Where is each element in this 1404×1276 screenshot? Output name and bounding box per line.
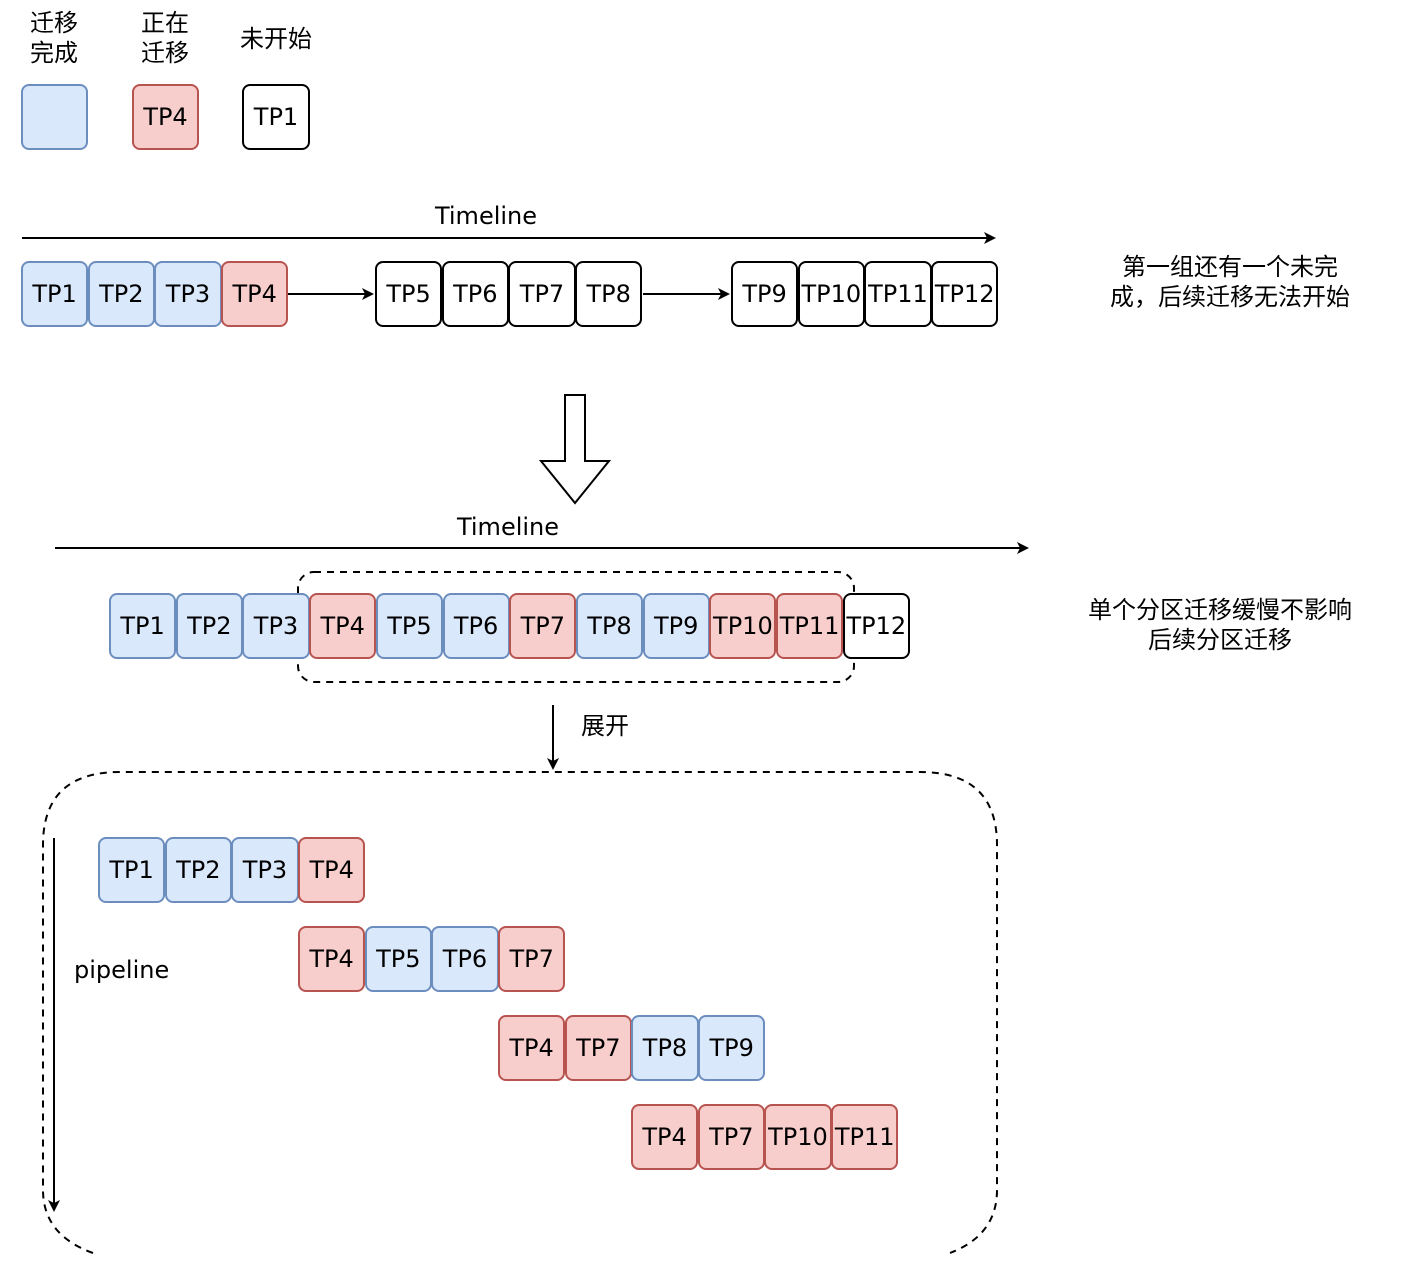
legend-pending-swatch: TP1 xyxy=(242,84,310,150)
task-box-tp1: TP1 xyxy=(109,593,177,659)
after-note-line-1: 单个分区迁移缓慢不影响 xyxy=(1088,596,1352,624)
task-box-tp3: TP3 xyxy=(154,261,222,327)
task-box-tp5: TP5 xyxy=(364,926,432,992)
task-box-tp11: TP11 xyxy=(831,1104,899,1170)
task-box-tp8: TP8 xyxy=(631,1015,699,1081)
task-box-tp2: TP2 xyxy=(87,261,155,327)
task-box-tp10: TP10 xyxy=(709,593,777,659)
timeline-label-bottom: Timeline xyxy=(456,513,560,541)
before-note-line-1: 第一组还有一个未完 xyxy=(1122,253,1338,281)
task-box-tp7: TP7 xyxy=(697,1104,765,1170)
task-box-tp9: TP9 xyxy=(698,1015,766,1081)
task-box-tp12: TP12 xyxy=(842,593,910,659)
transition-down-arrow xyxy=(538,394,612,505)
task-box-tp6: TP6 xyxy=(441,261,509,327)
before-note-line-2: 成，后续迁移无法开始 xyxy=(1110,283,1350,311)
task-box-tp7: TP7 xyxy=(508,261,576,327)
legend-done-label-1: 迁移 xyxy=(30,9,78,37)
task-box-tp10: TP10 xyxy=(797,261,865,327)
legend-pending-label: 未开始 xyxy=(240,25,312,53)
task-box-tp8: TP8 xyxy=(575,261,643,327)
legend-active-label-2: 迁移 xyxy=(141,39,189,67)
task-box-tp6: TP6 xyxy=(442,593,510,659)
task-box-tp11: TP11 xyxy=(776,593,844,659)
task-box-tp5: TP5 xyxy=(375,593,443,659)
task-box-tp1: TP1 xyxy=(21,261,89,327)
task-box-tp4: TP4 xyxy=(309,593,377,659)
task-box-tp4: TP4 xyxy=(221,261,289,327)
task-box-tp4: TP4 xyxy=(298,837,366,903)
task-box-tp7: TP7 xyxy=(498,926,566,992)
task-box-tp11: TP11 xyxy=(864,261,932,327)
task-box-tp9: TP9 xyxy=(731,261,799,327)
after-note-line-2: 后续分区迁移 xyxy=(1148,626,1292,654)
task-box-tp2: TP2 xyxy=(175,593,243,659)
task-box-tp4: TP4 xyxy=(298,926,366,992)
legend-active-swatch: TP4 xyxy=(132,84,199,150)
task-box-tp4: TP4 xyxy=(631,1104,699,1170)
legend-done-label-2: 完成 xyxy=(30,39,78,67)
task-box-tp12: TP12 xyxy=(931,261,999,327)
task-box-tp4: TP4 xyxy=(498,1015,566,1081)
task-box-tp3: TP3 xyxy=(231,837,299,903)
task-box-tp3: TP3 xyxy=(242,593,310,659)
pipeline-container xyxy=(42,771,998,1254)
task-box-tp10: TP10 xyxy=(764,1104,832,1170)
task-box-tp8: TP8 xyxy=(575,593,644,659)
task-box-tp7: TP7 xyxy=(564,1015,632,1081)
task-box-tp1: TP1 xyxy=(98,837,166,903)
legend-active-label-1: 正在 xyxy=(141,9,189,37)
task-box-tp9: TP9 xyxy=(642,593,710,659)
timeline-label-top: Timeline xyxy=(434,202,538,230)
expand-label: 展开 xyxy=(581,712,629,740)
task-box-tp5: TP5 xyxy=(375,261,443,327)
legend-done-swatch xyxy=(21,84,88,150)
task-box-tp6: TP6 xyxy=(431,926,499,992)
task-box-tp2: TP2 xyxy=(164,837,232,903)
task-box-tp7: TP7 xyxy=(509,593,577,659)
pipeline-label: pipeline xyxy=(74,956,170,984)
